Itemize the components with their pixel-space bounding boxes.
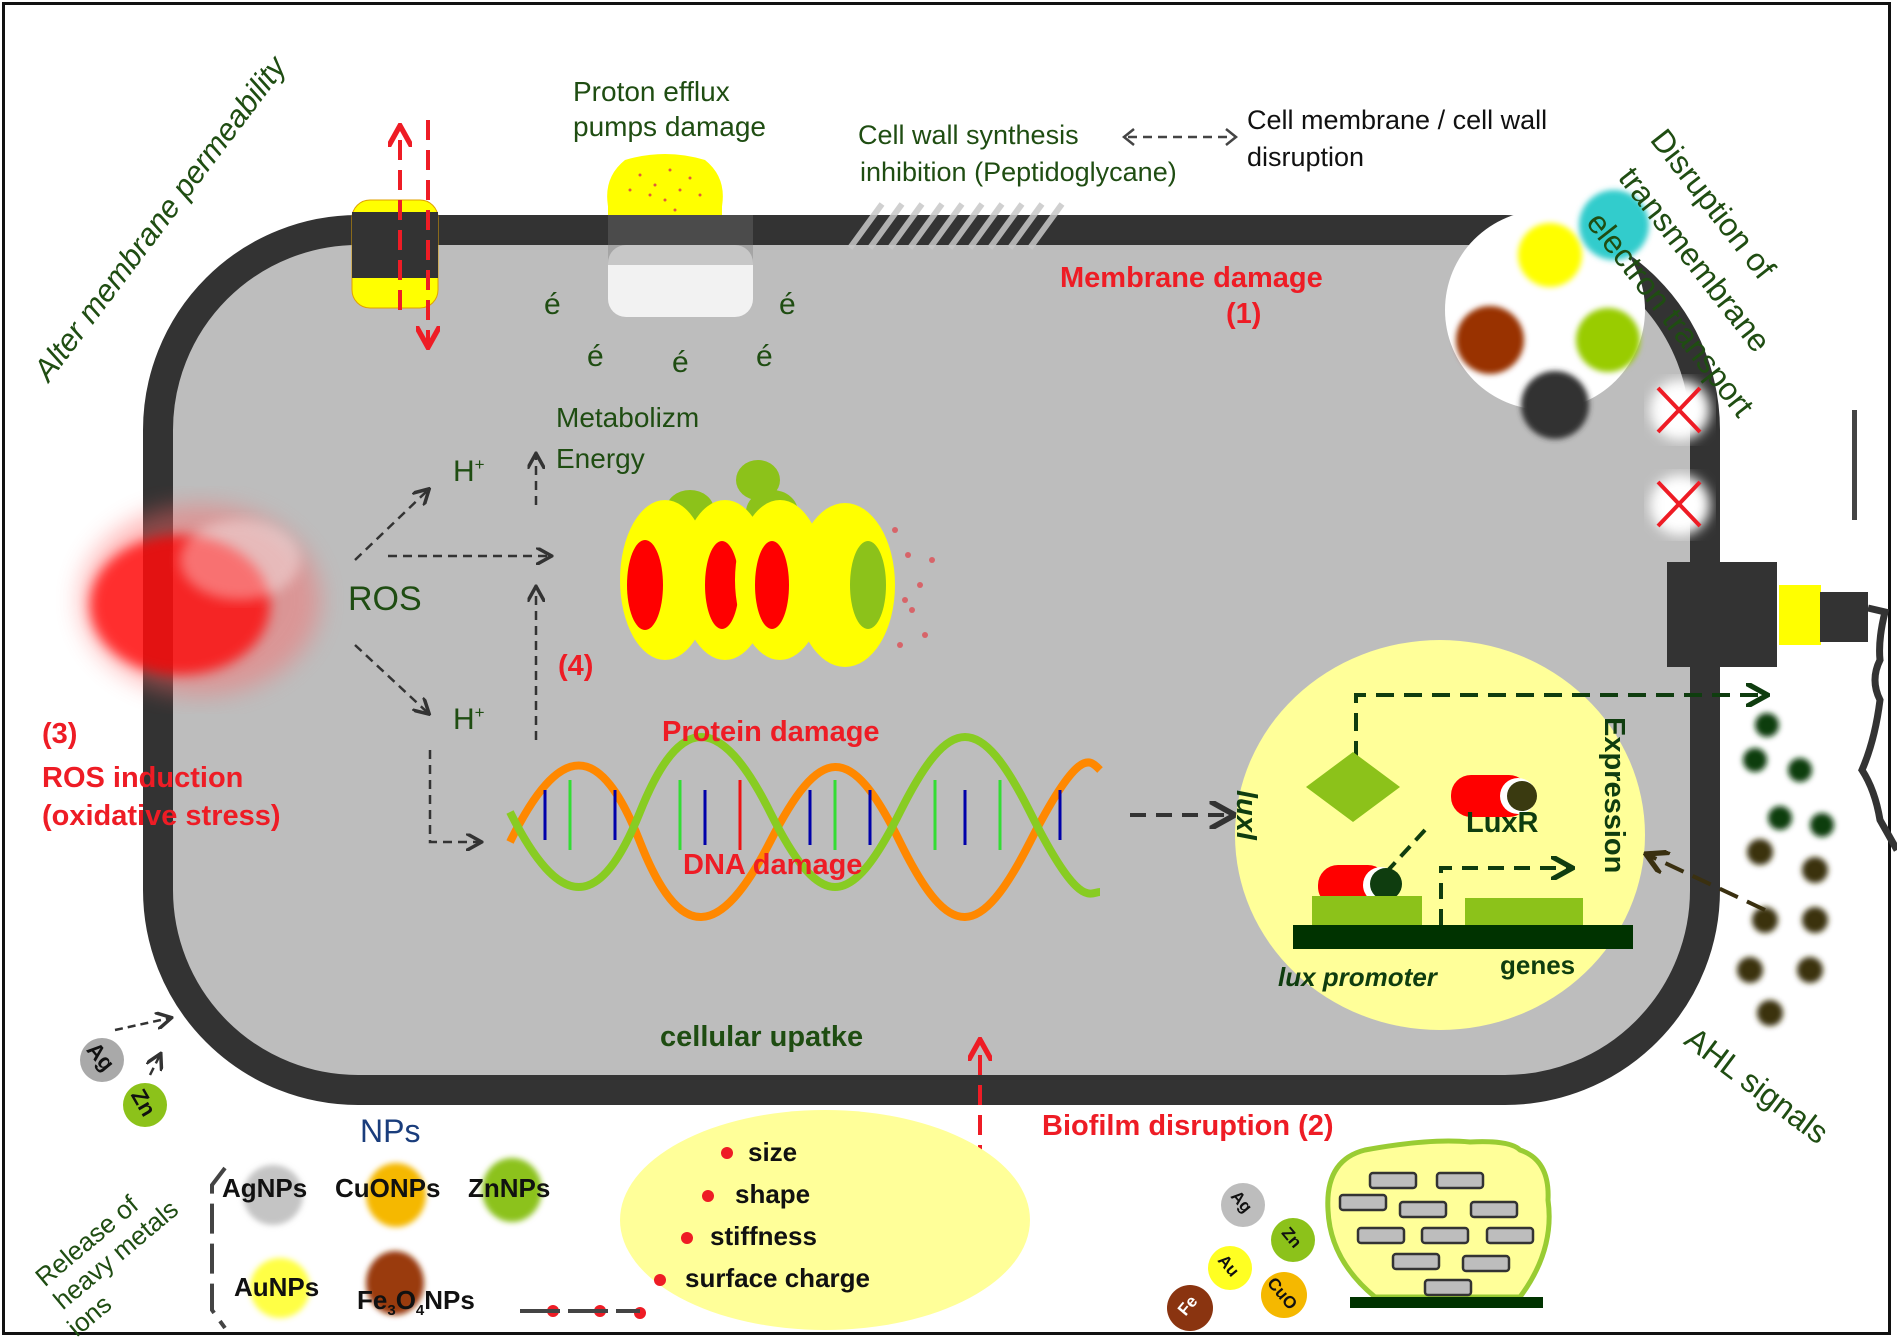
peptidoglycan-hatch xyxy=(847,202,1065,250)
x-mark-icon xyxy=(1656,480,1702,528)
label-metabolism: Metabolizm xyxy=(556,402,700,433)
biofilm-particles xyxy=(1167,1183,1315,1331)
label-cell-wall-synthesis-2: inhibition (Peptidoglycane) xyxy=(860,157,1177,187)
ahl-signals xyxy=(1737,713,1834,1026)
double-arrow-icon xyxy=(1121,128,1239,146)
label-cell-wall-synthesis-1: Cell wall synthesis xyxy=(858,120,1079,150)
electron-symbol: é xyxy=(587,340,604,373)
ion-zn xyxy=(123,1083,167,1127)
luxi-diamond xyxy=(1306,752,1400,822)
electron-symbol: é xyxy=(779,288,796,321)
label-h-plus-bottom: H+ xyxy=(453,703,485,736)
label-ros-induction-1: ROS induction xyxy=(42,762,244,794)
label-protein-num: (4) xyxy=(558,650,594,682)
property-size: size xyxy=(748,1137,798,1167)
label-proton-efflux-1: Proton efflux xyxy=(573,76,730,107)
np-label-au: AuNPs xyxy=(234,1272,320,1302)
label-proton-efflux-2: pumps damage xyxy=(573,111,767,142)
label-dna-damage: DNA damage xyxy=(683,849,863,881)
membrane-channel xyxy=(351,120,438,345)
label-cell-membrane-disruption-2: disruption xyxy=(1247,142,1365,172)
property-surface-charge: surface charge xyxy=(685,1263,870,1293)
proton-efflux-pump xyxy=(607,154,753,317)
label-lux-promoter: lux promoter xyxy=(1278,962,1437,992)
biofilm xyxy=(1325,1138,1552,1308)
np-bracket xyxy=(210,1166,227,1330)
property-shape: shape xyxy=(735,1179,811,1209)
label-ros: ROS xyxy=(348,580,422,618)
np-label-ag: AgNPs xyxy=(222,1173,308,1203)
label-expression: Expression xyxy=(1598,717,1630,874)
label-energy: Energy xyxy=(556,443,645,474)
np-properties-bubble xyxy=(620,1110,1030,1330)
label-cellular-uptake: cellular upatke xyxy=(660,1021,864,1053)
ion-arrows xyxy=(114,1018,170,1076)
np-cluster xyxy=(1445,190,1649,439)
dna-helix xyxy=(506,733,1103,921)
label-luxi: luxI xyxy=(1230,790,1262,840)
np-label-cuo: CuONPs xyxy=(335,1173,441,1203)
label-h-plus-top: H+ xyxy=(453,455,485,488)
label-ros-num: (3) xyxy=(42,718,78,750)
label-membrane-damage: Membrane damage xyxy=(1060,262,1323,294)
electron-symbol: é xyxy=(544,288,561,321)
label-luxr: LuxR xyxy=(1466,807,1539,839)
ros-arrows xyxy=(354,455,1232,842)
label-biofilm-disruption: Biofilm disruption (2) xyxy=(1042,1110,1334,1142)
ros-burst xyxy=(80,505,320,695)
label-nps-title: NPs xyxy=(360,1113,421,1149)
label-membrane-damage-num: (1) xyxy=(1226,298,1262,330)
label-protein-damage: Protein damage xyxy=(662,716,880,748)
electron-symbol: é xyxy=(756,340,773,373)
electron-symbol: é xyxy=(672,346,689,379)
np-label-fe3o4: Fe3O4NPs xyxy=(357,1285,475,1320)
property-bullets xyxy=(547,1147,733,1319)
label-ros-induction-2: (oxidative stress) xyxy=(42,800,281,832)
label-genes: genes xyxy=(1500,950,1576,980)
blocked-transport xyxy=(1650,380,1857,535)
ion-ag xyxy=(80,1038,124,1082)
np-label-zn: ZnNPs xyxy=(468,1173,551,1203)
x-mark-icon xyxy=(1656,386,1702,434)
property-stiffness: stiffness xyxy=(710,1221,817,1251)
label-cell-membrane-disruption-1: Cell membrane / cell wall xyxy=(1247,105,1548,135)
flagellum-motor xyxy=(1667,562,1897,852)
protein-structure xyxy=(620,460,935,667)
np-legend-circles xyxy=(243,1158,542,1318)
quorum-sensing xyxy=(1235,640,1765,1030)
